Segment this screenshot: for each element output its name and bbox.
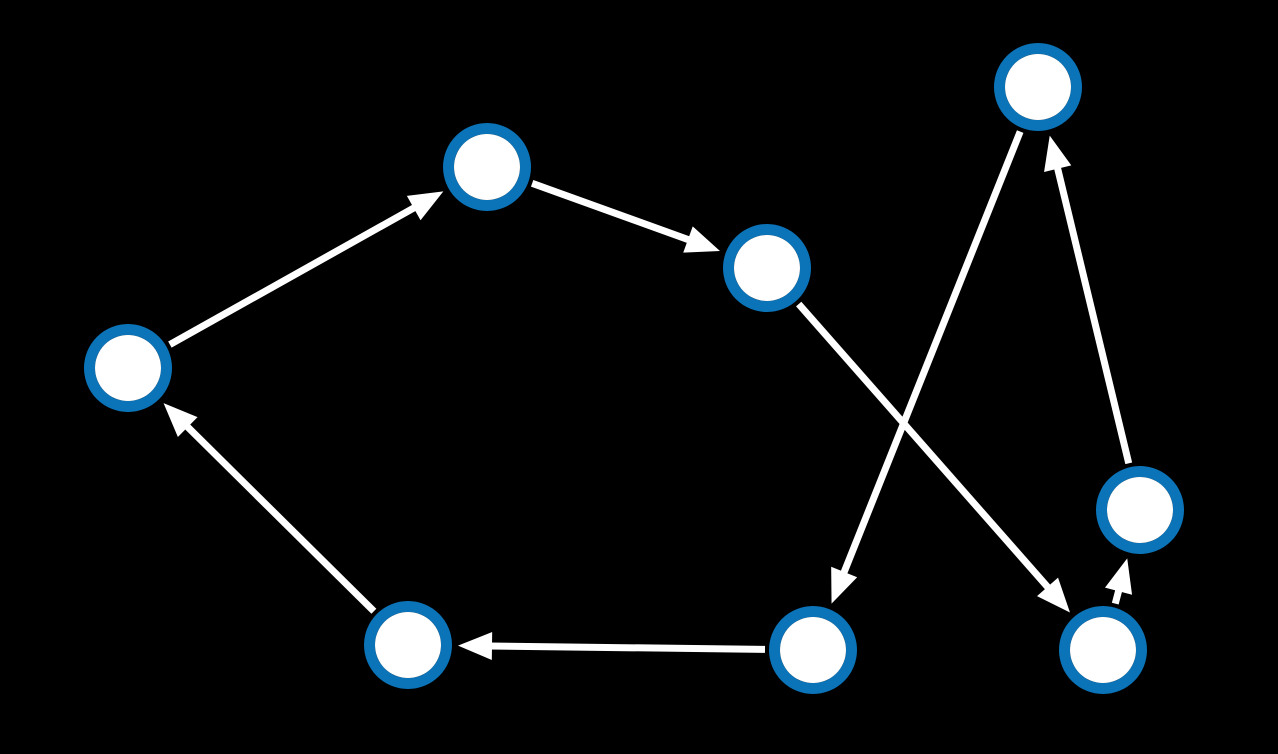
graph-node-n5[interactable]: [1096, 466, 1184, 554]
graph-arrowhead-n5-to-n4: [1044, 135, 1072, 172]
graph-node-ring-n1: [84, 324, 172, 412]
graph-node-ring-n6: [1059, 606, 1147, 694]
graph-arrowhead-n2-to-n3: [683, 226, 720, 253]
graph-node-n8[interactable]: [364, 601, 452, 689]
graph-node-core-n2: [454, 134, 520, 200]
graph-node-ring-n3: [723, 224, 811, 312]
graph-arrowhead-n7-to-n8: [458, 632, 493, 661]
graph-edge-n7-to-n8: [489, 642, 766, 653]
graph-arrowhead-n3-to-n6: [1037, 577, 1070, 613]
graph-node-ring-n4: [994, 43, 1082, 131]
graph-node-n6[interactable]: [1059, 606, 1147, 694]
graph-node-ring-n8: [364, 601, 452, 689]
graph-node-core-n7: [780, 617, 846, 683]
graph-edge-n5-to-n4: [1053, 165, 1133, 465]
graph-arrowhead-n4-to-n7: [831, 566, 858, 604]
graph-node-n1[interactable]: [84, 324, 172, 412]
graph-node-n3[interactable]: [723, 224, 811, 312]
graph-node-core-n3: [734, 235, 800, 301]
node-layer: [84, 43, 1184, 694]
graph-node-core-n1: [95, 335, 161, 401]
graph-node-ring-n7: [769, 606, 857, 694]
graph-node-ring-n2: [443, 123, 531, 211]
graph-node-core-n5: [1107, 477, 1173, 543]
graph-node-ring-n5: [1096, 466, 1184, 554]
graph-arrowhead-n6-to-n5: [1105, 558, 1133, 595]
graph-node-n4[interactable]: [994, 43, 1082, 131]
graph-node-core-n8: [375, 612, 441, 678]
graph-node-core-n6: [1070, 617, 1136, 683]
graph-node-n7[interactable]: [769, 606, 857, 694]
graph-arrowhead-n1-to-n2: [406, 191, 444, 221]
graph-edge-n3-to-n6: [796, 301, 1052, 592]
graph-edge-n1-to-n2: [168, 203, 418, 348]
graph-edge-n4-to-n7: [839, 130, 1024, 576]
graph-edge-n2-to-n3: [530, 179, 692, 244]
edge-layer: [163, 130, 1133, 661]
graph-node-core-n4: [1005, 54, 1071, 120]
graph-arrowhead-n8-to-n1: [163, 403, 198, 438]
graph-node-n2[interactable]: [443, 123, 531, 211]
graph-edge-n8-to-n1: [183, 422, 377, 614]
